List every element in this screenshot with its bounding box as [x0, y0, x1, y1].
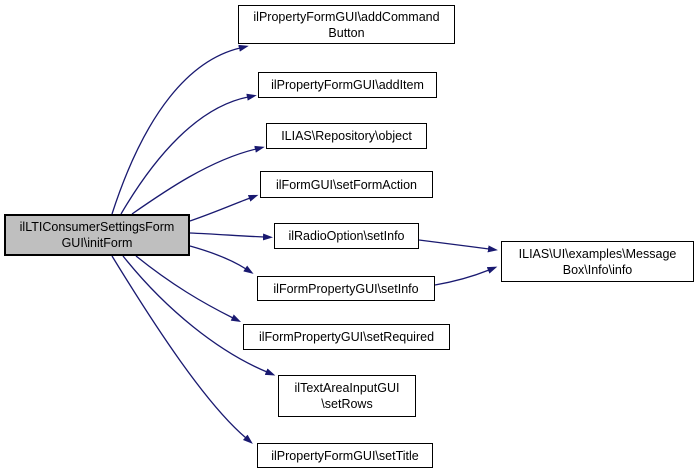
node-ilias-repository-object[interactable]: ILIAS\Repository\object — [266, 123, 427, 149]
node-ilpropertyformgui-settitle[interactable]: ilPropertyFormGUI\setTitle — [257, 443, 433, 468]
node-label-line: ILIAS\Repository\object — [281, 129, 412, 143]
node-label-line: GUI\initForm — [61, 236, 133, 250]
node-iltextareainputgui-setrows[interactable]: ilTextAreaInputGUI \setRows — [278, 375, 416, 417]
node-label-line: Box\Info\info — [562, 262, 633, 277]
edge-initform-additem — [120, 93, 257, 215]
edge-radio-setinfo-messagebox-info — [418, 239, 498, 253]
edge-initform-settitle — [111, 255, 253, 444]
edge-initform-radio-setinfo — [189, 232, 273, 241]
node-ilformgui-setformaction[interactable]: ilFormGUI\setFormAction — [260, 171, 433, 198]
node-ilpropertyformgui-additem[interactable]: ilPropertyFormGUI\addItem — [258, 72, 437, 98]
node-label-line: ilPropertyFormGUI\setTitle — [271, 448, 419, 463]
node-label-line: ilPropertyFormGUI\addCommand — [253, 9, 440, 24]
node-ilformpropertygui-setrequired[interactable]: ilFormPropertyGUI\setRequired — [243, 324, 450, 350]
edge-formprop-setinfo-messagebox-info — [434, 266, 498, 286]
edge-initform-setformaction — [189, 194, 259, 222]
node-label-line: ilFormPropertyGUI\setInfo — [273, 281, 419, 296]
node-ilias-ui-examples-messagebox-info-info[interactable]: ILIAS\UI\examples\Message Box\Info\info — [501, 241, 694, 282]
node-label-line: ILIAS\UI\examples\Message — [518, 246, 677, 261]
node-label-line: ilFormPropertyGUI\setRequired — [258, 330, 435, 344]
node-ilpropertyformgui-addcommandbutton[interactable]: ilPropertyFormGUI\addCommand Button — [238, 5, 455, 44]
edge-initform-setrows — [122, 255, 276, 376]
node-label-line: ilFormGUI\setFormAction — [276, 177, 417, 192]
node-label-line: ilLTIConsumerSettingsForm — [19, 220, 175, 234]
node-ilradiooption-setinfo[interactable]: ilRadioOption\setInfo — [274, 223, 419, 249]
node-label-line: ilTextAreaInputGUI — [294, 381, 400, 395]
node-label-line: ilRadioOption\setInfo — [288, 229, 405, 243]
node-label-line: \setRows — [321, 397, 373, 411]
edge-initform-repository-object — [131, 145, 265, 215]
edge-initform-setrequired — [135, 255, 242, 323]
node-label-line: ilPropertyFormGUI\addItem — [271, 78, 424, 92]
node-ilformpropertygui-setinfo[interactable]: ilFormPropertyGUI\setInfo — [257, 276, 435, 301]
node-label-line: Button — [328, 25, 365, 40]
edge-initform-formprop-setinfo — [189, 245, 254, 274]
node-illticonsumersettingsformgui-initform[interactable]: ilLTIConsumerSettingsForm GUI\initForm — [4, 214, 190, 256]
edge-initform-addcommandbutton — [111, 44, 249, 215]
